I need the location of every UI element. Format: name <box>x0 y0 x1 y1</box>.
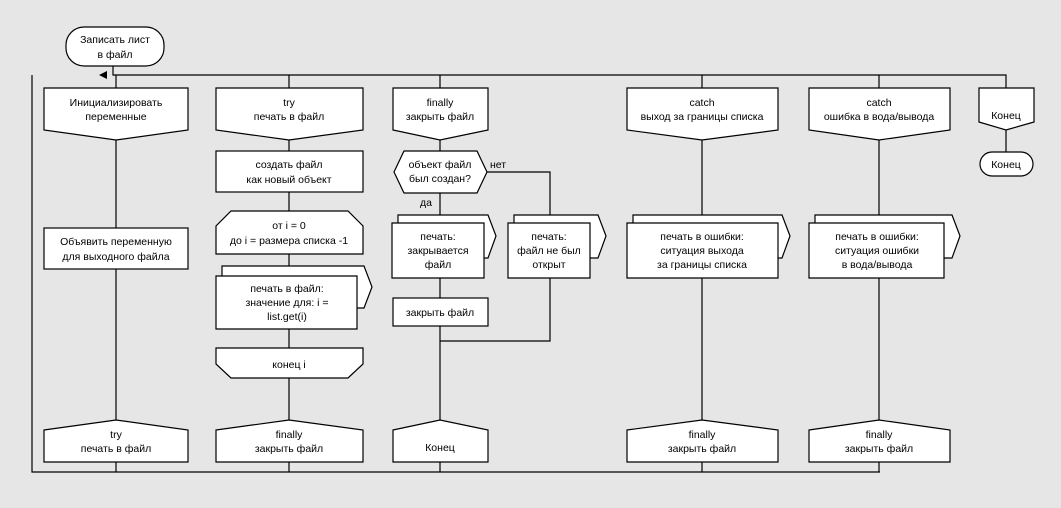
start-label-line1: Записать лист <box>80 34 150 46</box>
header-col2 <box>215 87 364 141</box>
close-file-box <box>392 297 489 327</box>
header-col1 <box>43 87 189 141</box>
end-terminal-label: Конец <box>991 159 1021 171</box>
footer-col4-line1: finally <box>689 429 717 441</box>
create-file-box <box>215 150 364 193</box>
header-col5-line2: ошибка в вода/вывода <box>824 111 934 123</box>
footer-col3-label: Конец <box>425 442 455 454</box>
create-line2: как новый объект <box>246 174 331 186</box>
column-end: Конец Конец <box>978 87 1035 177</box>
header-col4-line2: выход за границы списка <box>641 111 764 123</box>
decision-line2: был создан? <box>409 173 471 185</box>
no-label: нет <box>490 159 506 171</box>
print-no-line3: открыт <box>532 259 565 271</box>
header-col5 <box>808 87 951 141</box>
print-col5-box <box>808 222 945 279</box>
header-col2-line1: try <box>283 97 295 109</box>
create-line1: создать файл <box>255 159 322 171</box>
header-col5-line1: catch <box>866 97 891 109</box>
yes-label: да <box>420 197 432 209</box>
loop-end-box <box>215 347 364 379</box>
header-col4 <box>626 87 779 141</box>
close-file-label: закрыть файл <box>406 307 474 319</box>
print-line1: печать в файл: <box>250 283 323 295</box>
footer-col1-line1: try <box>110 429 122 441</box>
declare-line2: для выходного файла <box>62 251 169 263</box>
column-try: try печать в файл создать файл как новый… <box>215 87 373 463</box>
header-col1-line1: Инициализировать <box>70 97 163 109</box>
loop-start-line2: до i = размера списка -1 <box>230 235 348 247</box>
loop-end-label: конец i <box>272 359 305 371</box>
print-no-line1: печать: <box>531 231 566 243</box>
decision-file-created <box>393 150 488 194</box>
header-col4-line1: catch <box>689 97 714 109</box>
footer-col5-line2: закрыть файл <box>845 443 913 455</box>
column-init: Инициализировать переменные Объявить пер… <box>43 87 189 463</box>
print-col5-line1: печать в ошибки: <box>835 231 918 243</box>
column-finally: finally закрыть файл объект файл был соз… <box>391 87 607 463</box>
print-yes-box <box>391 222 485 279</box>
loop-start-line1: от i = 0 <box>272 220 306 232</box>
header-col6 <box>978 87 1035 131</box>
footer-col2 <box>215 419 364 463</box>
decision-line1: объект файл <box>409 159 472 171</box>
footer-col5-line1: finally <box>866 429 894 441</box>
footer-col4 <box>626 419 779 463</box>
top-bus-line <box>112 66 1007 88</box>
bus-arrow-icon <box>99 71 107 79</box>
bus-left-drop <box>31 75 880 473</box>
print-yes-line2: закрывается <box>407 245 468 257</box>
print-col4-line2: ситуация выхода <box>660 245 743 257</box>
print-col5-line3: в вода/вывода <box>842 259 913 271</box>
header-col6-label: Конец <box>991 110 1021 122</box>
start-label-line2: в файл <box>98 49 133 61</box>
print-yes-line1: печать: <box>420 231 455 243</box>
header-col3-line1: finally <box>427 97 455 109</box>
declare-line1: Объявить переменную <box>60 236 172 248</box>
print-line3: list.get(i) <box>267 311 307 323</box>
column-catch-io: catch ошибка в вода/вывода печать в ошиб… <box>808 87 961 463</box>
footer-col2-line1: finally <box>276 429 304 441</box>
footer-col3 <box>392 419 489 463</box>
header-col3-line2: закрыть файл <box>406 111 474 123</box>
print-col4-line3: за границы списка <box>657 259 747 271</box>
print-col4-line1: печать в ошибки: <box>660 231 743 243</box>
print-col4-box <box>626 222 779 279</box>
loop-start-box <box>215 210 364 255</box>
declare-variable-box <box>43 227 189 270</box>
end-terminal <box>979 151 1034 177</box>
column-catch-bounds: catch выход за границы списка печать в о… <box>626 87 791 463</box>
footer-col1 <box>43 419 189 463</box>
start-terminal: Записать лист в файл <box>65 26 165 79</box>
footer-col5 <box>808 419 951 463</box>
print-box <box>215 275 358 330</box>
print-yes-line3: файл <box>425 259 451 271</box>
footer-col1-line2: печать в файл <box>81 443 151 455</box>
print-no-line2: файл не был <box>517 245 581 257</box>
print-no-box <box>507 222 591 279</box>
header-col3 <box>392 87 489 141</box>
header-col1-line2: переменные <box>85 111 146 123</box>
footer-col2-line2: закрыть файл <box>255 443 323 455</box>
header-col2-line2: печать в файл <box>254 111 324 123</box>
print-col5-line2: ситуация ошибки <box>835 245 919 257</box>
print-line2: значение для: i = <box>245 297 328 309</box>
footer-col4-line2: закрыть файл <box>668 443 736 455</box>
